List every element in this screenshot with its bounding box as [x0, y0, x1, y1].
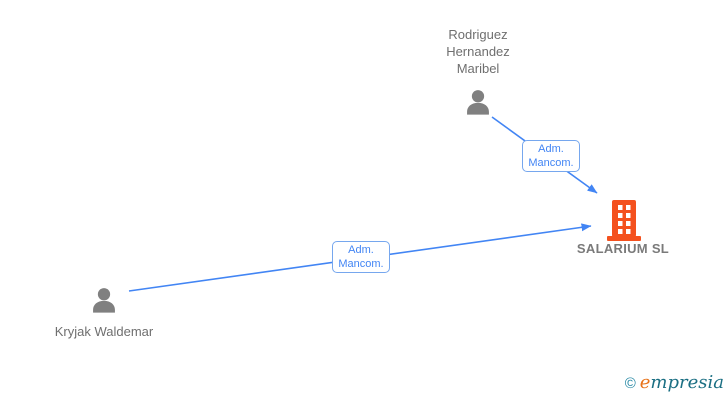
brand-rest-text: mpresia	[650, 372, 724, 393]
edge-label-text: Adm. Mancom.	[338, 244, 384, 270]
person-icon	[467, 90, 489, 115]
brand-accent-letter: e	[639, 372, 651, 393]
person-name-label: Kryjak Waldemar	[54, 324, 154, 339]
edge-label-adm-mancom-2: Adm. Mancom.	[332, 241, 390, 273]
copyright-icon: ©	[624, 375, 636, 392]
person-icon	[93, 288, 115, 313]
edge-label-adm-mancom-1: Adm. Mancom.	[522, 140, 580, 172]
edge-label-text: Adm. Mancom.	[528, 143, 574, 169]
person-name-label: Rodriguez Hernandez Maribel	[446, 27, 510, 76]
company-name-label: SALARIUM SL	[576, 241, 670, 256]
empresia-watermark: ©empresia	[625, 372, 724, 393]
office-building-icon	[607, 200, 641, 241]
